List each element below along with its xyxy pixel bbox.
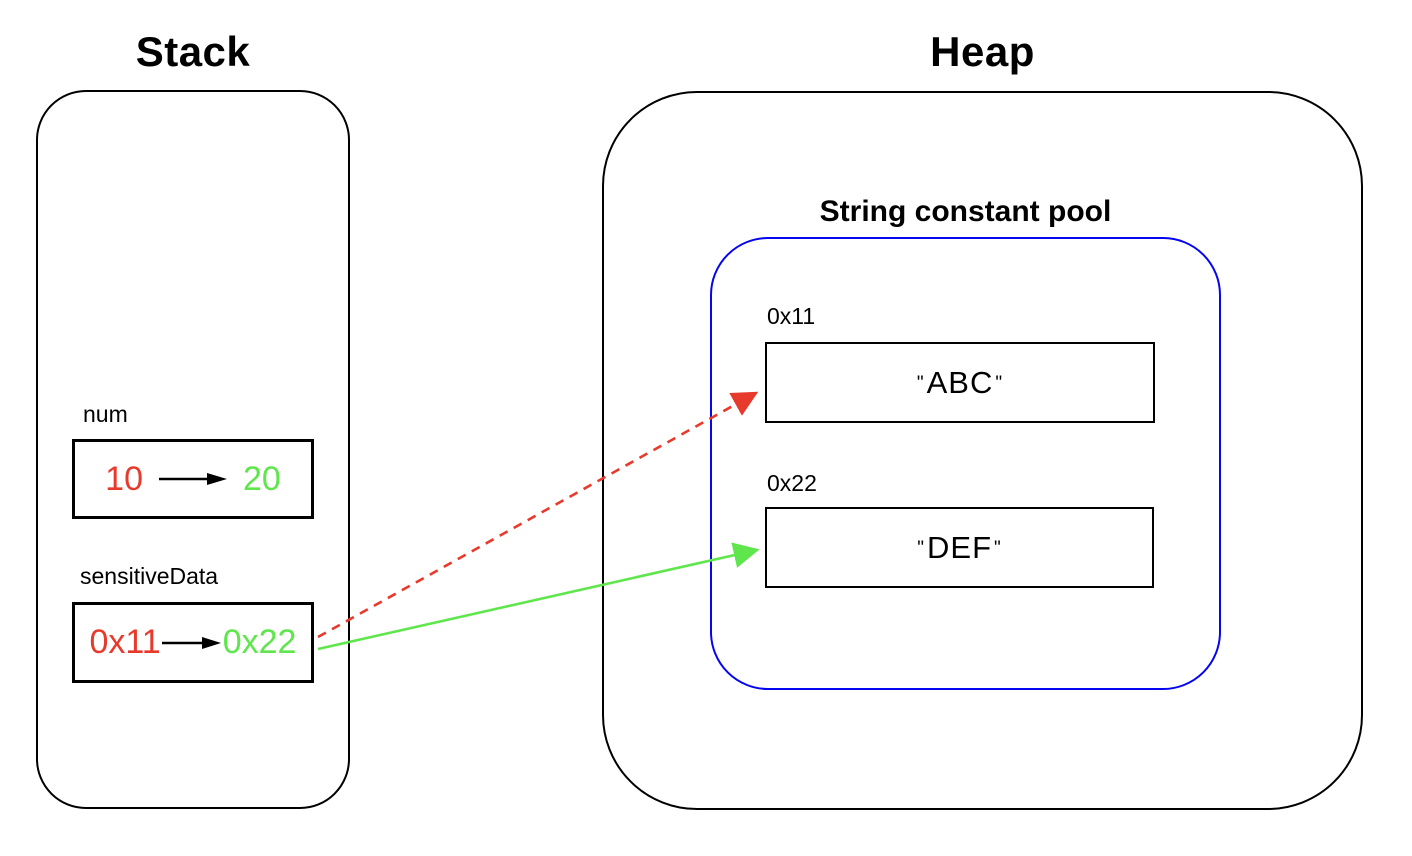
sensitivedata-old-value: 0x11 xyxy=(89,623,161,661)
variable-label-num: num xyxy=(83,401,128,427)
stack-title: Stack xyxy=(135,28,251,75)
open-quote: " xyxy=(917,537,925,559)
pool-entry-value: "DEF" xyxy=(915,530,1004,566)
num-new-value: 20 xyxy=(243,459,281,498)
pool-entry-box-def: "DEF" xyxy=(765,507,1154,588)
pool-entry-value: "ABC" xyxy=(915,365,1005,401)
close-quote: " xyxy=(994,537,1002,559)
variable-label-sensitivedata: sensitiveData xyxy=(80,563,219,589)
value-change-arrow-icon xyxy=(161,636,221,649)
num-old-value: 10 xyxy=(105,459,143,498)
pool-entry-address-0x11: 0x11 xyxy=(767,303,816,329)
heap-title: Heap xyxy=(930,28,1035,75)
string-constant-pool-title: String constant pool xyxy=(819,195,1112,228)
variable-box-num: 10 20 xyxy=(72,439,314,519)
sensitivedata-new-value: 0x22 xyxy=(222,623,297,661)
pool-entry-address-0x22: 0x22 xyxy=(767,470,817,496)
pool-entry-box-abc: "ABC" xyxy=(765,342,1155,423)
value-change-arrow-icon xyxy=(159,473,227,485)
open-quote: " xyxy=(916,372,925,394)
variable-box-sensitivedata: 0x11 0x22 xyxy=(72,602,314,683)
string-literal-def: DEF xyxy=(927,529,992,565)
string-literal-abc: ABC xyxy=(926,364,994,400)
close-quote: " xyxy=(995,372,1004,394)
